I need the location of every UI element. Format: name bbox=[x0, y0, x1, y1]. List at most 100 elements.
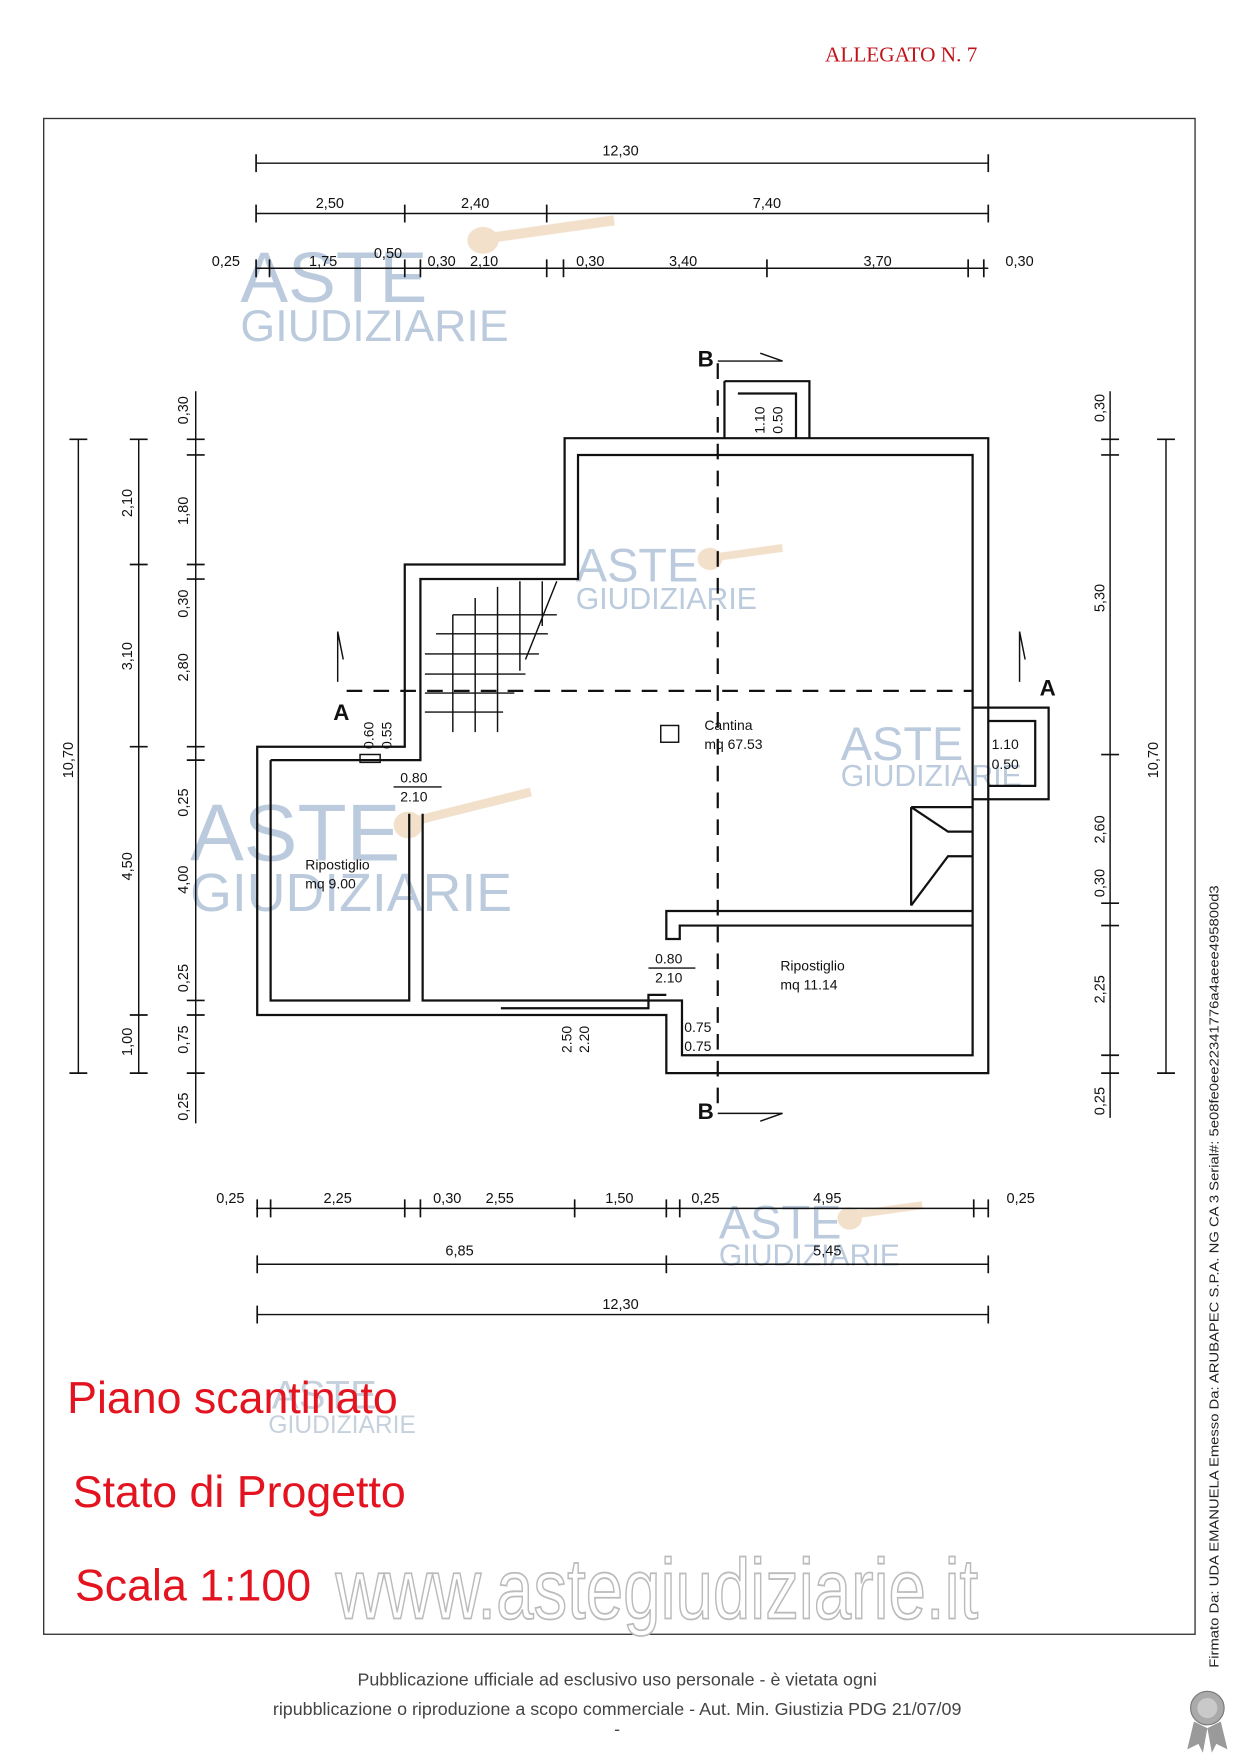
svg-text:0,25: 0,25 bbox=[176, 788, 192, 816]
svg-text:0,30: 0,30 bbox=[176, 396, 192, 424]
watermark-logo: ASTE GIUDIZIARIE ASTE GIUDIZIARIE ASTE G… bbox=[190, 215, 1022, 1439]
svg-text:mq 9.00: mq 9.00 bbox=[305, 876, 356, 892]
svg-text:0,30: 0,30 bbox=[576, 254, 604, 270]
svg-text:GIUDIZIARIE: GIUDIZIARIE bbox=[190, 863, 512, 923]
svg-text:3,40: 3,40 bbox=[669, 254, 697, 270]
svg-text:0.80: 0.80 bbox=[400, 769, 427, 785]
svg-text:ASTE: ASTE bbox=[190, 789, 400, 879]
svg-text:Cantina: Cantina bbox=[704, 717, 752, 733]
svg-text:Stato di Progetto: Stato di Progetto bbox=[73, 1468, 406, 1517]
svg-text:0,25: 0,25 bbox=[176, 964, 192, 992]
svg-text:0,30: 0,30 bbox=[428, 254, 456, 270]
svg-text:5,45: 5,45 bbox=[813, 1243, 841, 1259]
svg-text:GIUDIZIARIE: GIUDIZIARIE bbox=[576, 583, 757, 616]
svg-text:Piano scantinato: Piano scantinato bbox=[67, 1374, 398, 1423]
svg-text:4,95: 4,95 bbox=[813, 1191, 841, 1207]
svg-text:ASTE: ASTE bbox=[272, 1372, 377, 1417]
svg-text:1.10: 1.10 bbox=[752, 406, 768, 433]
watermark-site: www.astegiudiziarie.it bbox=[335, 1543, 979, 1638]
svg-text:Ripostiglio: Ripostiglio bbox=[780, 957, 845, 973]
svg-text:0,30: 0,30 bbox=[1093, 394, 1109, 422]
svg-text:2,50: 2,50 bbox=[316, 196, 344, 212]
svg-text:2.10: 2.10 bbox=[655, 970, 682, 986]
svg-text:ASTE: ASTE bbox=[841, 718, 964, 770]
svg-text:0,25: 0,25 bbox=[216, 1191, 244, 1207]
opening-labels: 0.80 2.10 0.80 2.10 1.10 0.50 1.10 0.50 … bbox=[360, 406, 1019, 1053]
svg-text:10,70: 10,70 bbox=[61, 742, 77, 778]
svg-text:0,30: 0,30 bbox=[176, 589, 192, 617]
svg-text:0.75: 0.75 bbox=[684, 1038, 711, 1054]
svg-text:A: A bbox=[333, 700, 349, 725]
svg-text:0,30: 0,30 bbox=[433, 1191, 461, 1207]
svg-text:GIUDIZIARIE: GIUDIZIARIE bbox=[841, 760, 1022, 793]
svg-text:1,75: 1,75 bbox=[309, 254, 337, 270]
svg-text:3,70: 3,70 bbox=[863, 254, 891, 270]
svg-text:2.20: 2.20 bbox=[576, 1026, 592, 1053]
svg-text:0,30: 0,30 bbox=[1005, 254, 1033, 270]
svg-text:0.75: 0.75 bbox=[684, 1019, 711, 1035]
svg-text:2,60: 2,60 bbox=[1093, 815, 1109, 843]
svg-text:2,80: 2,80 bbox=[176, 653, 192, 681]
svg-text:B: B bbox=[698, 347, 714, 372]
svg-text:4,50: 4,50 bbox=[120, 852, 136, 880]
svg-text:mq 67.53: mq 67.53 bbox=[704, 736, 762, 752]
svg-text:1,50: 1,50 bbox=[605, 1191, 633, 1207]
svg-text:6,85: 6,85 bbox=[445, 1243, 473, 1259]
svg-text:ASTE: ASTE bbox=[240, 238, 427, 318]
digital-signature: Firmato Da: UDA EMANUELA Emesso Da: ARUB… bbox=[1207, 885, 1222, 1667]
drawing-frame bbox=[43, 117, 1196, 1635]
svg-text:0,25: 0,25 bbox=[1093, 1087, 1109, 1115]
svg-text:0.50: 0.50 bbox=[770, 406, 786, 433]
gavel-icon bbox=[393, 215, 923, 1230]
svg-text:GIUDIZIARIE: GIUDIZIARIE bbox=[719, 1239, 900, 1272]
svg-text:ASTE: ASTE bbox=[719, 1197, 842, 1249]
svg-text:5,30: 5,30 bbox=[1093, 584, 1109, 612]
svg-text:1,80: 1,80 bbox=[176, 497, 192, 525]
svg-text:A: A bbox=[1040, 675, 1056, 700]
footer: Pubblicazione ufficiale ad esclusivo uso… bbox=[273, 1670, 962, 1739]
svg-text:Pubblicazione ufficiale ad esc: Pubblicazione ufficiale ad esclusivo uso… bbox=[357, 1670, 876, 1690]
svg-text:2.50: 2.50 bbox=[558, 1026, 574, 1053]
svg-text:0.80: 0.80 bbox=[655, 951, 682, 967]
svg-text:7,40: 7,40 bbox=[753, 196, 781, 212]
svg-text:ripubblicazione o riproduzione: ripubblicazione o riproduzione a scopo c… bbox=[273, 1699, 962, 1719]
svg-text:0,25: 0,25 bbox=[212, 254, 240, 270]
svg-text:1,00: 1,00 bbox=[120, 1028, 136, 1056]
svg-text:GIUDIZIARIE: GIUDIZIARIE bbox=[268, 1412, 415, 1439]
svg-text:0,30: 0,30 bbox=[1093, 869, 1109, 897]
svg-text:0,25: 0,25 bbox=[691, 1191, 719, 1207]
svg-text:10,70: 10,70 bbox=[1146, 742, 1162, 778]
svg-text:0.60: 0.60 bbox=[360, 722, 376, 749]
annex-label: ALLEGATO N. 7 bbox=[825, 42, 977, 66]
svg-text:mq 11.14: mq 11.14 bbox=[780, 976, 837, 992]
svg-text:0,25: 0,25 bbox=[176, 1093, 192, 1121]
svg-text:3,10: 3,10 bbox=[120, 642, 136, 670]
svg-text:Ripostiglio: Ripostiglio bbox=[305, 857, 370, 873]
svg-text:2.10: 2.10 bbox=[400, 788, 427, 804]
svg-text:2,40: 2,40 bbox=[461, 196, 489, 212]
svg-text:-: - bbox=[614, 1719, 620, 1739]
drawing-titles: Piano scantinato Stato di Progetto Scala… bbox=[67, 1374, 406, 1611]
dimension-labels: 12,30 2,50 2,40 7,40 0,25 1,75 0,50 0,30… bbox=[61, 143, 1162, 1313]
svg-text:ASTE: ASTE bbox=[576, 539, 699, 591]
svg-text:4,00: 4,00 bbox=[176, 866, 192, 894]
svg-text:0,75: 0,75 bbox=[176, 1025, 192, 1053]
dimension-lines bbox=[69, 154, 1175, 1324]
room-labels: Cantina mq 67.53 Ripostiglio mq 9.00 Rip… bbox=[305, 717, 845, 992]
seal-icon bbox=[1187, 1690, 1228, 1753]
svg-text:B: B bbox=[698, 1099, 714, 1124]
section-lines: A A B B bbox=[333, 347, 1056, 1124]
svg-text:12,30: 12,30 bbox=[602, 1297, 638, 1313]
svg-text:1.10: 1.10 bbox=[992, 736, 1019, 752]
svg-text:2,25: 2,25 bbox=[1093, 975, 1109, 1003]
svg-text:0,50: 0,50 bbox=[374, 246, 402, 262]
svg-text:12,30: 12,30 bbox=[602, 143, 638, 159]
svg-text:GIUDIZIARIE: GIUDIZIARIE bbox=[240, 302, 508, 351]
svg-text:Scala 1:100: Scala 1:100 bbox=[75, 1562, 311, 1611]
svg-text:2,10: 2,10 bbox=[470, 254, 498, 270]
svg-text:0.55: 0.55 bbox=[378, 722, 394, 749]
svg-text:2,55: 2,55 bbox=[486, 1191, 514, 1207]
svg-text:0.50: 0.50 bbox=[992, 756, 1019, 772]
walls bbox=[256, 380, 1050, 1075]
